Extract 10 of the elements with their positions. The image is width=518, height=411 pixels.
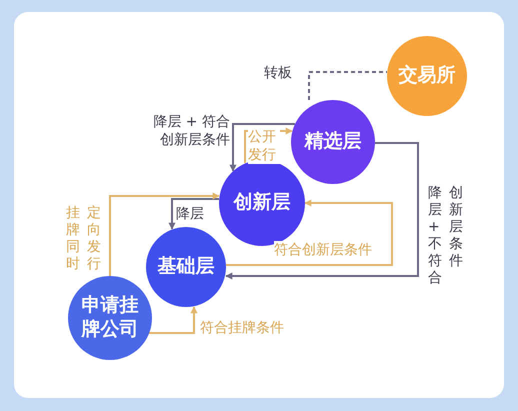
edge-label: 挂牌同时定向发行 bbox=[66, 205, 102, 273]
arrow bbox=[149, 306, 198, 334]
connector-line bbox=[308, 71, 387, 100]
arrow bbox=[168, 198, 219, 230]
arrow bbox=[230, 123, 295, 172]
arrow bbox=[225, 142, 419, 280]
arrow bbox=[226, 200, 393, 266]
edge-label: 降层+不符合创新层条件 bbox=[428, 185, 464, 287]
edge-label: 公开发行 bbox=[248, 128, 280, 164]
arrow bbox=[109, 192, 220, 276]
